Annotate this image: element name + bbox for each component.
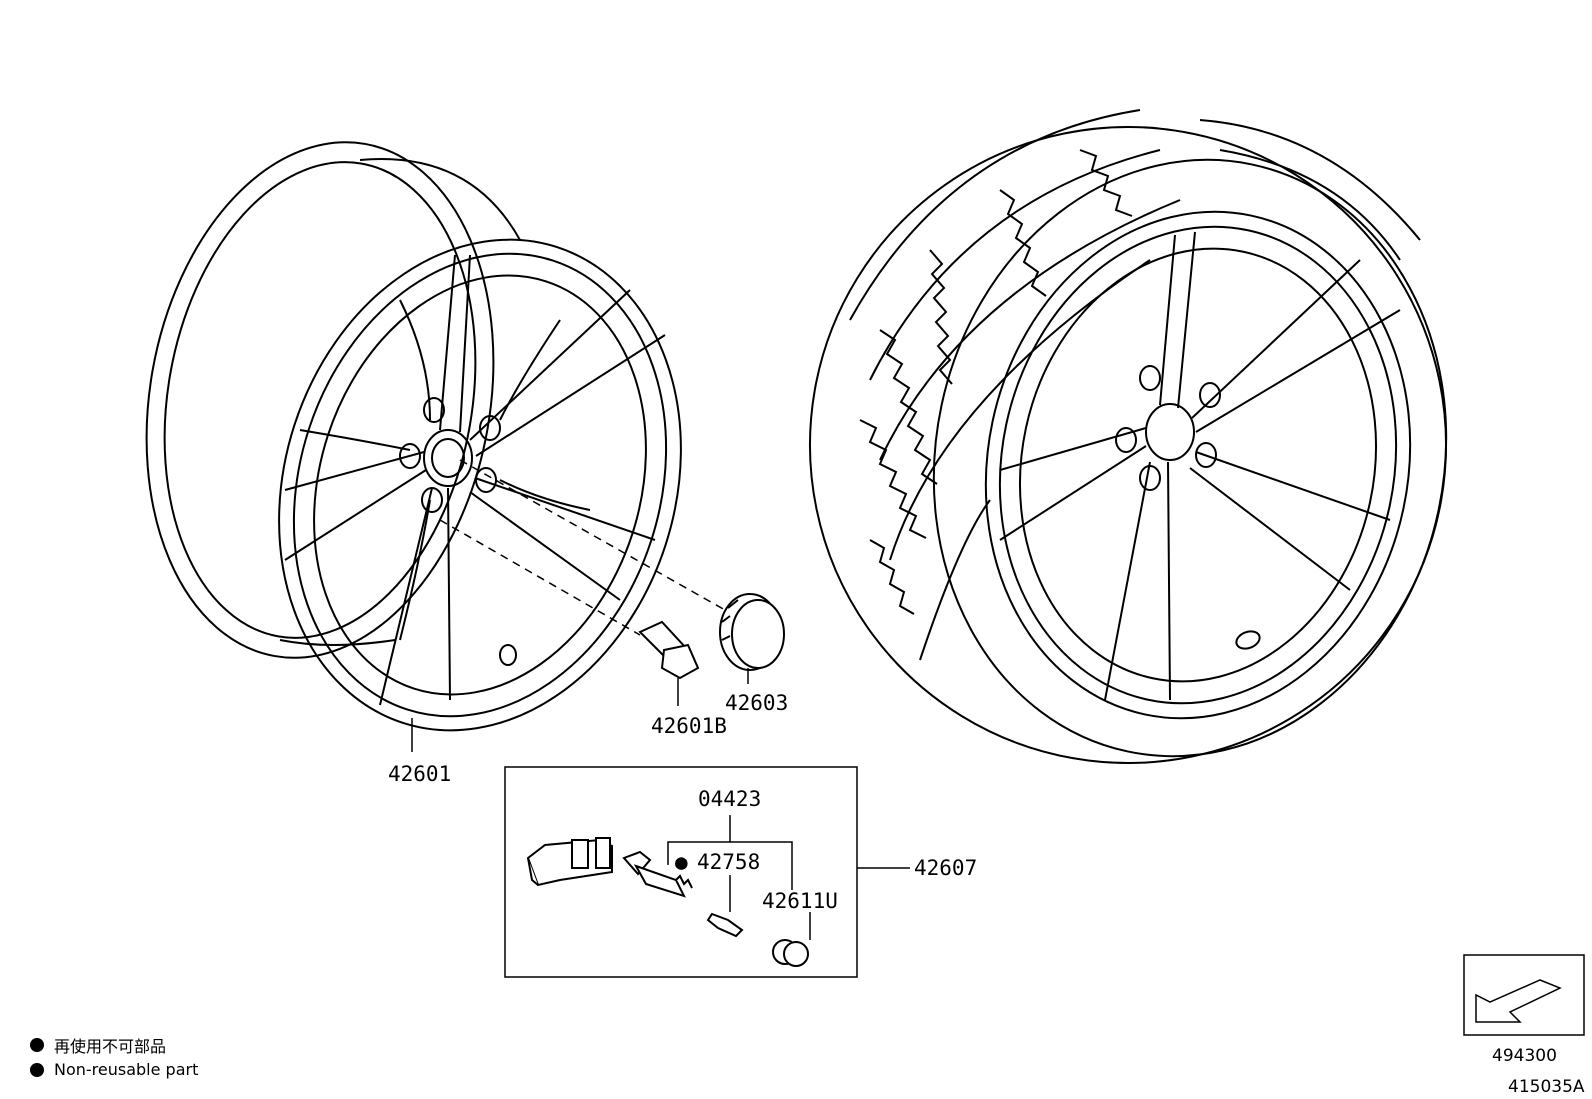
drawing-number: 415035A [1508, 1077, 1585, 1097]
assembly-guide-lines [439, 459, 726, 636]
label-42603: 42603 [725, 691, 788, 715]
valve-cap-drawing [772, 939, 809, 967]
reference-box [1463, 954, 1585, 1036]
valve-core-drawing [706, 912, 744, 938]
legend-row-jp: 再使用不可部品 [30, 1033, 166, 1057]
label-42601B: 42601B [651, 714, 727, 738]
legend-row-en: Non-reusable part [30, 1060, 198, 1079]
legend-en-text: Non-reusable part [54, 1060, 199, 1079]
non-reusable-dot-icon [30, 1038, 44, 1052]
tpms-sensor-drawing [526, 837, 613, 887]
label-42601: 42601 [388, 762, 451, 786]
tpms-leaders [667, 815, 811, 940]
wheel-bolt-drawing [638, 620, 700, 680]
label-494300: 494300 [1492, 1046, 1557, 1066]
wheel-rim-drawing [145, 141, 682, 732]
label-42758: 42758 [697, 850, 760, 874]
sensor-valve-drawing [622, 850, 693, 898]
non-reusable-dot-icon [30, 1062, 44, 1077]
legend-jp-text: 再使用不可部品 [54, 1037, 167, 1056]
label-42607: 42607 [914, 856, 977, 880]
center-cap-drawing [719, 593, 785, 671]
reference-arrow-icon [1475, 979, 1562, 1023]
tpms-kit-box [504, 766, 858, 978]
label-42611U: 42611U [762, 889, 838, 913]
label-04423: 04423 [698, 787, 761, 811]
non-reusable-marker: ● [675, 850, 688, 874]
tire-and-wheel-drawing [809, 109, 1448, 764]
